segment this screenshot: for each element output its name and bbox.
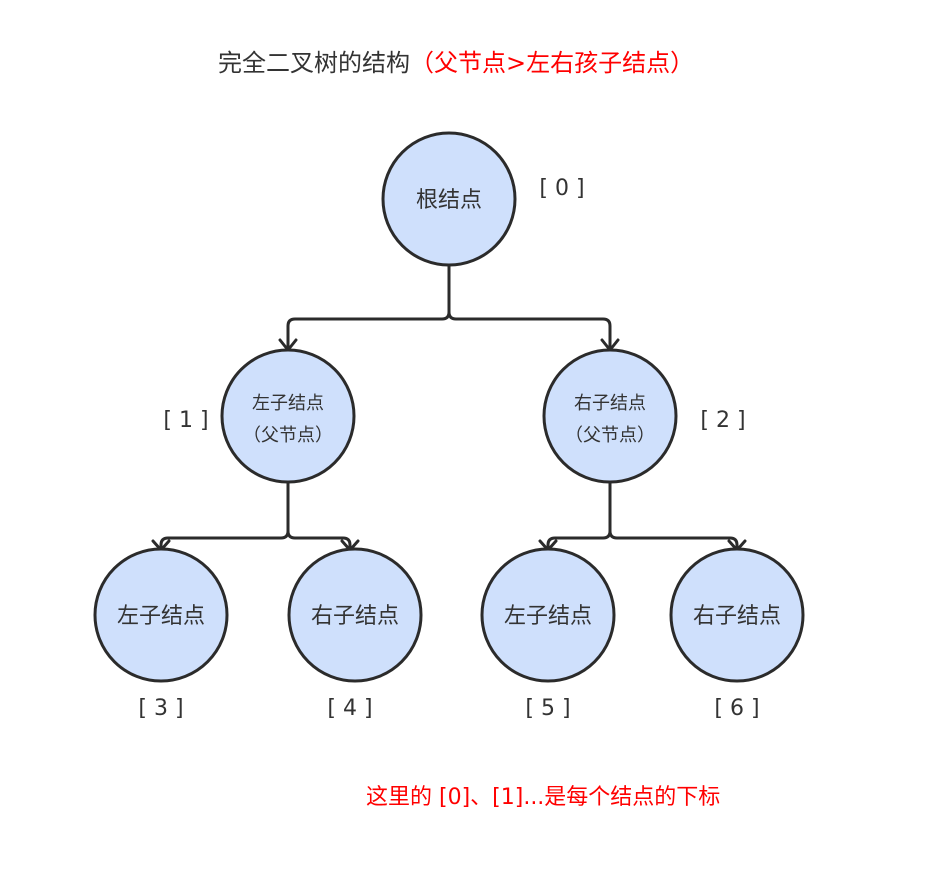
node-index-2: [ 2 ] (700, 408, 745, 433)
node-index-0: [ 0 ] (539, 176, 584, 201)
node-index-6: [ 6 ] (714, 696, 759, 721)
edges-level-2-left (151, 480, 360, 552)
node-circle-root (381, 131, 517, 267)
title-paren: （父节点>左右孩子结点） (410, 49, 694, 77)
tree-node-2: 右子结点 （父节点） (542, 348, 678, 484)
node-sublabel: （父节点） (565, 425, 655, 446)
node-circle-5 (480, 547, 616, 683)
title-main: 完全二叉树的结构 (218, 49, 410, 77)
diagram-title: 完全二叉树的结构（父节点>左右孩子结点） (218, 49, 694, 77)
node-label: 左子结点 (504, 604, 592, 629)
node-label: 根结点 (416, 188, 482, 213)
node-sublabel: （父节点） (243, 425, 333, 446)
node-index-5: [ 5 ] (525, 696, 570, 721)
node-index-1: [ 1 ] (163, 408, 208, 433)
node-label: 右子结点 (693, 604, 781, 629)
node-label: 右子结点 (574, 393, 646, 414)
tree-node-6: 右子结点 (669, 547, 805, 683)
index-note: 这里的 [0]、[1]...是每个结点的下标 (366, 785, 720, 810)
node-index-4: [ 4 ] (327, 696, 372, 721)
node-label: 左子结点 (117, 604, 205, 629)
node-circle-6 (669, 547, 805, 683)
edge-node1-left (159, 480, 290, 550)
tree-node-1: 左子结点 （父节点） (220, 348, 356, 484)
edges-level-2-right (538, 480, 747, 552)
tree-node-3: 左子结点 (93, 547, 229, 683)
edge-node1-right (286, 529, 352, 550)
node-circle-4 (287, 547, 423, 683)
tree-node-5: 左子结点 (480, 547, 616, 683)
edge-root-trunk (286, 263, 451, 350)
edge-root-right (447, 310, 612, 350)
node-label: 左子结点 (252, 393, 324, 414)
node-index-3: [ 3 ] (138, 696, 183, 721)
node-circle-1 (220, 348, 356, 484)
tree-node-4: 右子结点 (287, 547, 423, 683)
node-label: 右子结点 (311, 604, 399, 629)
tree-node-root: 根结点 (381, 131, 517, 267)
edge-node2-right (608, 529, 739, 550)
edges-level-1 (278, 263, 620, 352)
edge-node2-left (546, 480, 612, 550)
node-circle-2 (542, 348, 678, 484)
node-circle-3 (93, 547, 229, 683)
